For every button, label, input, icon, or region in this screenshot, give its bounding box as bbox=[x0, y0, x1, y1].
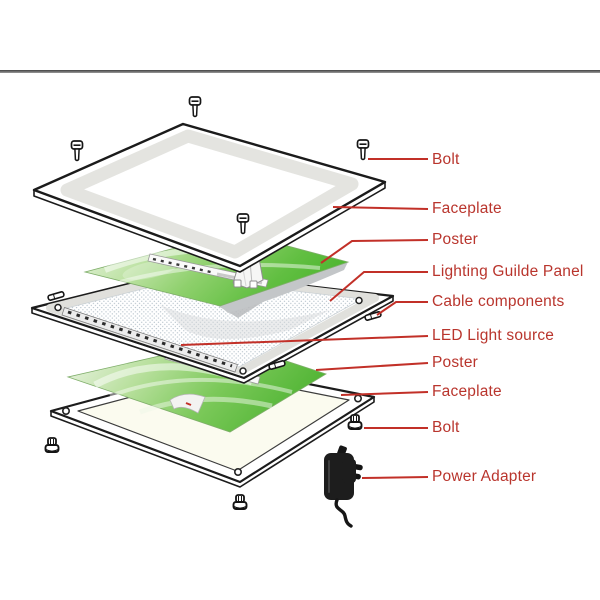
label-poster-bottom: Poster bbox=[432, 354, 478, 371]
bolt-nut-icon bbox=[44, 437, 60, 453]
power-cord bbox=[334, 498, 353, 528]
faceplate-bottom-leader-line bbox=[340, 391, 429, 396]
label-led-light-source: LED Light source bbox=[432, 327, 555, 344]
label-faceplate-bottom: Faceplate bbox=[432, 383, 502, 400]
label-bolt-top: Bolt bbox=[432, 151, 460, 168]
bolt-screw-icon bbox=[70, 140, 84, 162]
power-adapter-icon bbox=[324, 445, 363, 528]
leader-lines bbox=[180, 158, 429, 479]
led-light-source-strip bbox=[61, 307, 238, 373]
cable-components-leader-line bbox=[376, 301, 428, 316]
bolt-nut-icon bbox=[347, 414, 363, 430]
power-adapter-leader-line bbox=[361, 476, 429, 479]
bolt-screw-icon bbox=[188, 96, 202, 118]
label-poster-top: Poster bbox=[432, 231, 478, 248]
frame-holes bbox=[54, 296, 363, 375]
faceplate-top-leader-line bbox=[332, 206, 429, 210]
label-bolt-bottom: Bolt bbox=[432, 419, 460, 436]
poster-bottom-leader-line bbox=[315, 362, 429, 371]
cable-clip-icon bbox=[268, 360, 286, 370]
label-cable-components: Cable components bbox=[432, 293, 565, 310]
cable-clip-icon bbox=[47, 291, 65, 301]
bolt-nut-icon bbox=[232, 494, 248, 510]
lighting-guide-panel-leader-line bbox=[329, 271, 428, 302]
bolt-screw-icon bbox=[356, 139, 370, 161]
poster-corner-curl bbox=[169, 393, 206, 414]
top-poster bbox=[83, 231, 350, 313]
led-light-source-leader-line bbox=[180, 335, 429, 346]
label-lighting-guide-panel: Lighting Guilde Panel bbox=[432, 263, 584, 280]
label-faceplate-top: Faceplate bbox=[432, 200, 502, 217]
poster-top-leader-line bbox=[320, 239, 429, 264]
top-divider-line bbox=[0, 70, 600, 73]
top-faceplate bbox=[32, 122, 387, 273]
label-power-adapter: Power Adapter bbox=[432, 468, 537, 485]
bolt-screw-icon bbox=[236, 213, 250, 235]
